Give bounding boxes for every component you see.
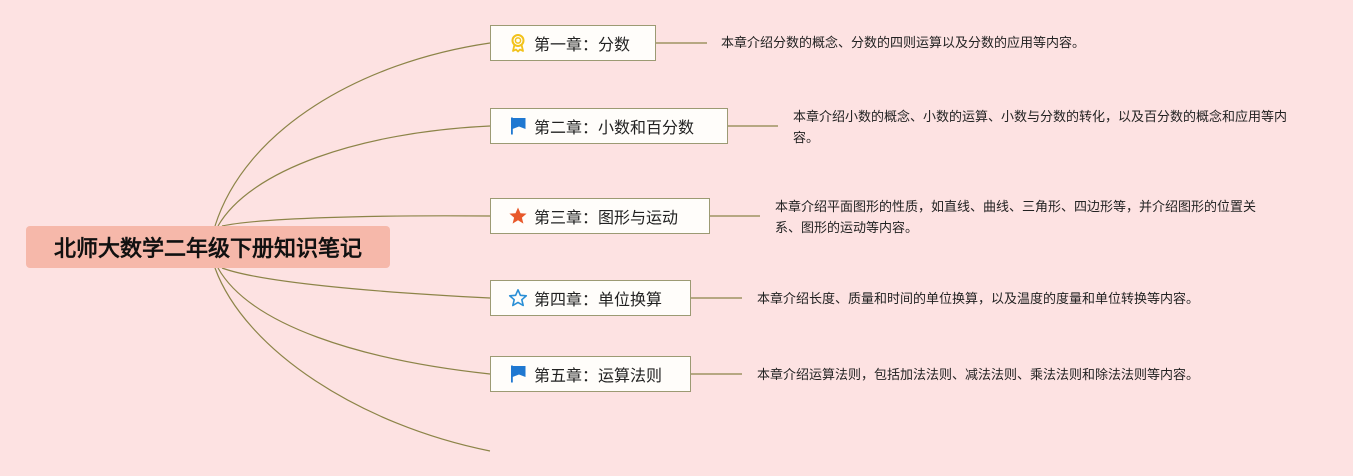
branch-line-5 [217,267,491,375]
branch-line-4 [221,267,491,299]
root-title: 北师大数学二年级下册知识笔记 [53,237,362,262]
chapter-node-2[interactable]: 第二章：小数和百分数 [490,108,728,144]
flag-icon [508,116,528,136]
award-ribbon-icon [508,33,528,53]
chapter-desc-4: 本章介绍长度、质量和时间的单位换算，以及温度的度量和单位转换等内容。 [757,292,1200,307]
chapter-label-5: 第五章：运算法则 [534,366,663,385]
branch-line-3 [221,215,491,227]
root-topic[interactable]: 北师大数学二年级下册知识笔记 [26,226,390,268]
chapter-desc-1: 本章介绍分数的概念、分数的四则运算以及分数的应用等内容。 [721,36,1086,51]
chapter-desc-2: 本章介绍小数的概念、小数的运算、小数与分数的转化，以及百分数的概念和应用等内容。 [793,110,1288,146]
chapter-label-2: 第二章：小数和百分数 [534,118,695,137]
chapter-node-1[interactable]: 第一章：分数 [490,25,656,61]
chapter-label-3: 第三章：图形与运动 [534,208,679,227]
chapter-node-3[interactable]: 第三章：图形与运动 [490,198,710,234]
chapter-desc-5: 本章介绍运算法则，包括加法法则、减法法则、乘法法则和除法法则等内容。 [757,368,1200,383]
chapter-node-5[interactable]: 第五章：运算法则 [490,356,691,392]
branch-line-6 [214,267,491,452]
star-filled-icon [508,206,528,226]
branch-line-1 [214,42,491,227]
chapter-node-4[interactable]: 第四章：单位换算 [490,280,691,316]
branch-line-2 [217,125,491,227]
star-outline-icon [508,288,528,308]
flag-icon [508,364,528,384]
chapter-desc-3: 本章介绍平面图形的性质，如直线、曲线、三角形、四边形等，并介绍图形的位置关系、图… [775,200,1257,236]
chapter-label-1: 第一章：分数 [534,35,631,54]
chapter-label-4: 第四章：单位换算 [534,290,663,309]
